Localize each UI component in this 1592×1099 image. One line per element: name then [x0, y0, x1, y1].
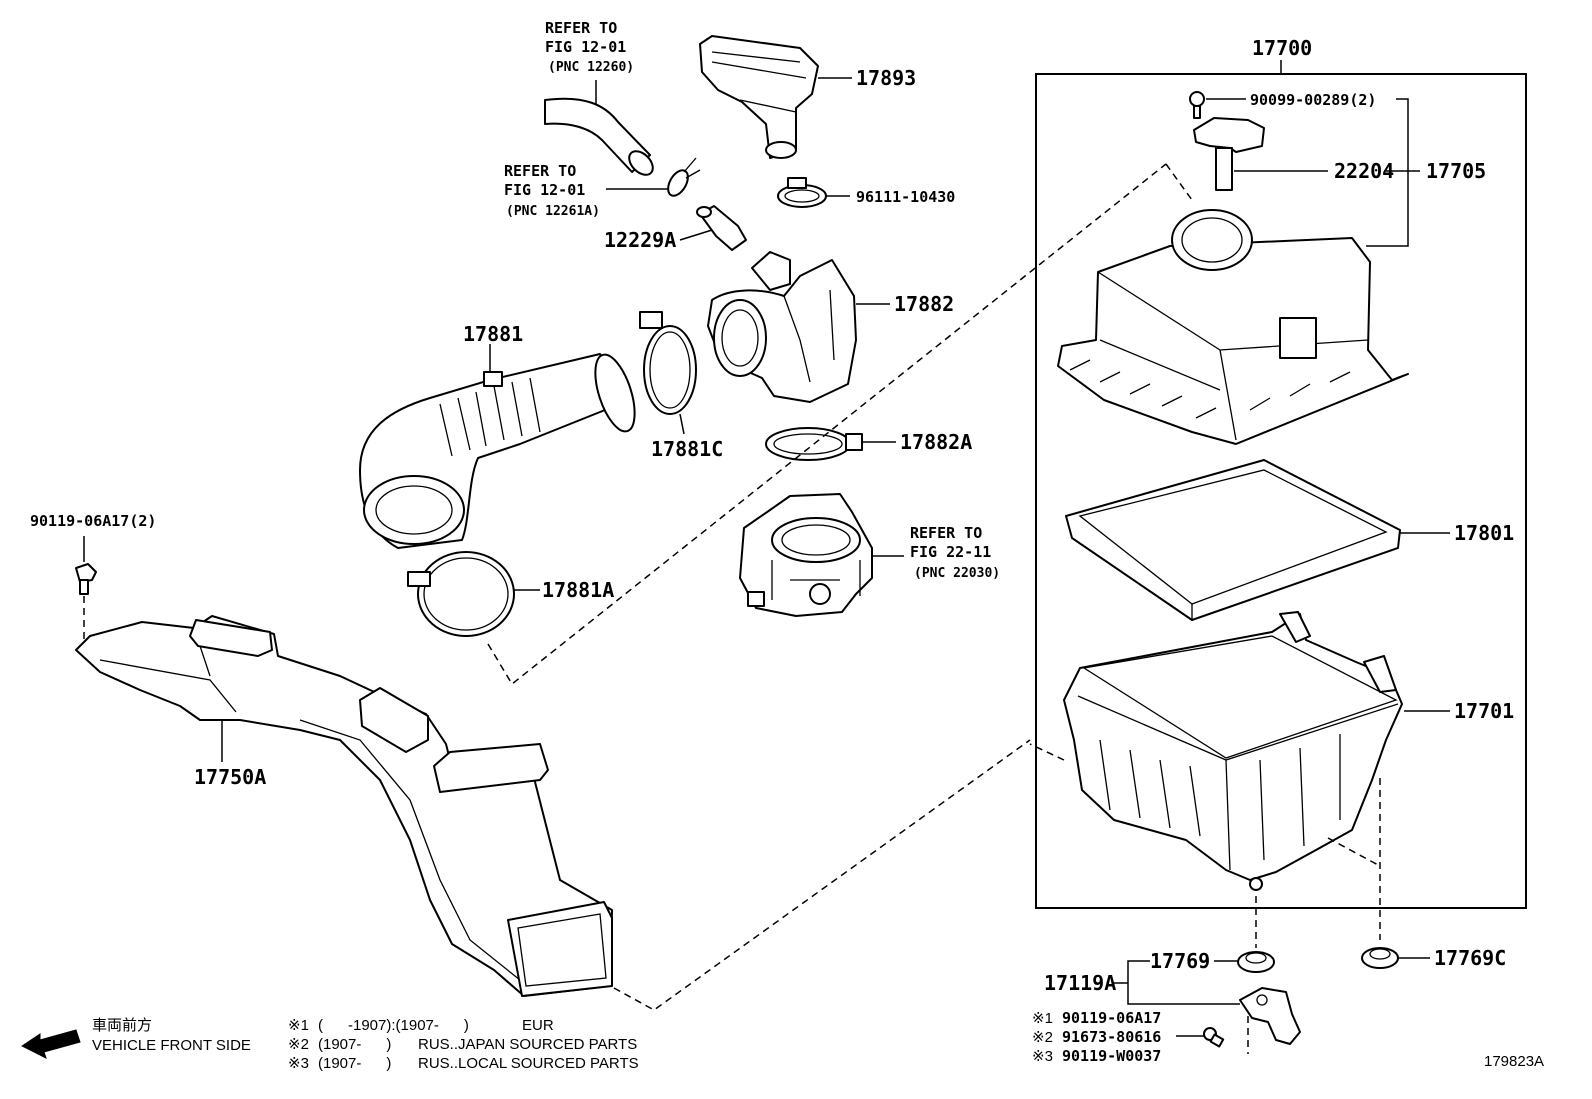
legend-note-2-desc: RUS..JAPAN SOURCED PARTS	[418, 1036, 637, 1053]
resonator-17893	[699, 35, 819, 159]
legend-note-3-desc: RUS..LOCAL SOURCED PARTS	[418, 1055, 639, 1072]
diagram-id: 179823A	[1484, 1053, 1544, 1070]
clamp-96111	[777, 177, 827, 208]
label-96111[interactable]: 96111-10430	[856, 188, 955, 206]
legend-note-1-mark: ※1	[288, 1017, 309, 1034]
label-12229a[interactable]: 12229A	[604, 228, 676, 252]
mount-bracket-17119a	[1239, 987, 1301, 1045]
throttle-body-22030	[739, 493, 873, 617]
label-17769c[interactable]: 17769C	[1434, 946, 1506, 970]
bracket-17705	[1366, 98, 1409, 247]
fastener-note-3-part[interactable]: 90119-W0037	[1062, 1047, 1161, 1065]
label-17881[interactable]: 17881	[463, 322, 523, 346]
ref-3-line3: (PNC 22030)	[914, 566, 1000, 581]
label-17882a[interactable]: 17882A	[900, 430, 972, 454]
legend-note-1-desc: EUR	[522, 1017, 554, 1034]
ref-2-line2: FIG 12-01	[504, 181, 585, 199]
elbow-17882	[707, 251, 857, 403]
legend-notes: ※1 ( -1907):(1907- ) EUR ※2 (1907- ) RUS…	[288, 1017, 639, 1072]
ref-3-line1: REFER TO	[910, 524, 982, 542]
filter-17801	[1065, 459, 1401, 622]
duct-17750a	[75, 615, 613, 997]
legend-note-3-mark: ※3	[288, 1055, 309, 1072]
refer-hose-12260	[544, 97, 654, 176]
clip-12261a	[667, 157, 701, 197]
hose-17881	[359, 353, 636, 549]
legend-note-3-range: (1907- )	[318, 1055, 391, 1072]
fastener-note-2-mark: ※2	[1032, 1029, 1053, 1046]
label-17701[interactable]: 17701	[1454, 699, 1514, 723]
screw-90099	[1189, 91, 1205, 119]
vehicle-front-arrow	[21, 1029, 81, 1059]
label-17881a[interactable]: 17881A	[542, 578, 614, 602]
dash-box-to-duct	[613, 739, 1031, 1011]
grommet-17769	[1237, 951, 1275, 973]
legend-note-2-range: (1907- )	[318, 1036, 391, 1053]
label-17893[interactable]: 17893	[856, 66, 916, 90]
label-17881c[interactable]: 17881C	[651, 437, 723, 461]
fastener-note-1-part[interactable]: 90119-06A17	[1062, 1009, 1161, 1027]
label-17705[interactable]: 17705	[1426, 159, 1486, 183]
lower-case-17701	[1063, 611, 1403, 891]
label-17700[interactable]: 17700	[1252, 36, 1312, 60]
fastener-note-1-mark: ※1	[1032, 1010, 1053, 1027]
ref-2-line1: REFER TO	[504, 162, 576, 180]
label-90099[interactable]: 90099-00289(2)	[1250, 91, 1376, 109]
fastener-note-2-part[interactable]: 91673-80616	[1062, 1028, 1161, 1046]
ref-1-line3: (PNC 12260)	[548, 60, 634, 75]
legend-front-jp: 車両前方	[92, 1017, 152, 1034]
clamp-17882a	[765, 427, 863, 461]
ref-3-line2: FIG 22-11	[910, 543, 991, 561]
grommet-17769c	[1361, 947, 1399, 969]
sensor-22204	[1193, 117, 1265, 191]
ref-1-line1: REFER TO	[545, 19, 617, 37]
clamp-17881a	[407, 551, 515, 637]
legend-note-1-range: ( -1907):(1907- )	[318, 1017, 469, 1034]
label-90119a[interactable]: 90119-06A17(2)	[30, 512, 156, 530]
connector-12229a	[696, 205, 747, 251]
label-17750a[interactable]: 17750A	[194, 765, 266, 789]
fastener-note-3-mark: ※3	[1032, 1048, 1053, 1065]
ref-1-line2: FIG 12-01	[545, 38, 626, 56]
ref-2-line3: (PNC 12261A)	[506, 204, 600, 219]
label-22204[interactable]: 22204	[1334, 159, 1394, 183]
dash-17881a-to-box	[487, 163, 1167, 686]
label-17119a[interactable]: 17119A	[1044, 971, 1116, 995]
label-17769[interactable]: 17769	[1150, 949, 1210, 973]
fastener-notes: ※1 90119-06A17 ※2 91673-80616 ※3 90119-W…	[1032, 1009, 1161, 1065]
label-17882[interactable]: 17882	[894, 292, 954, 316]
legend-front-en: VEHICLE FRONT SIDE	[92, 1037, 251, 1054]
legend-note-2-mark: ※2	[288, 1036, 309, 1053]
bolt-fastener-bottom	[1203, 1027, 1225, 1048]
clamp-17881c	[639, 311, 697, 415]
upper-cover-17705	[1057, 209, 1409, 445]
bolt-90119-06a17	[75, 563, 97, 595]
label-17801[interactable]: 17801	[1454, 521, 1514, 545]
